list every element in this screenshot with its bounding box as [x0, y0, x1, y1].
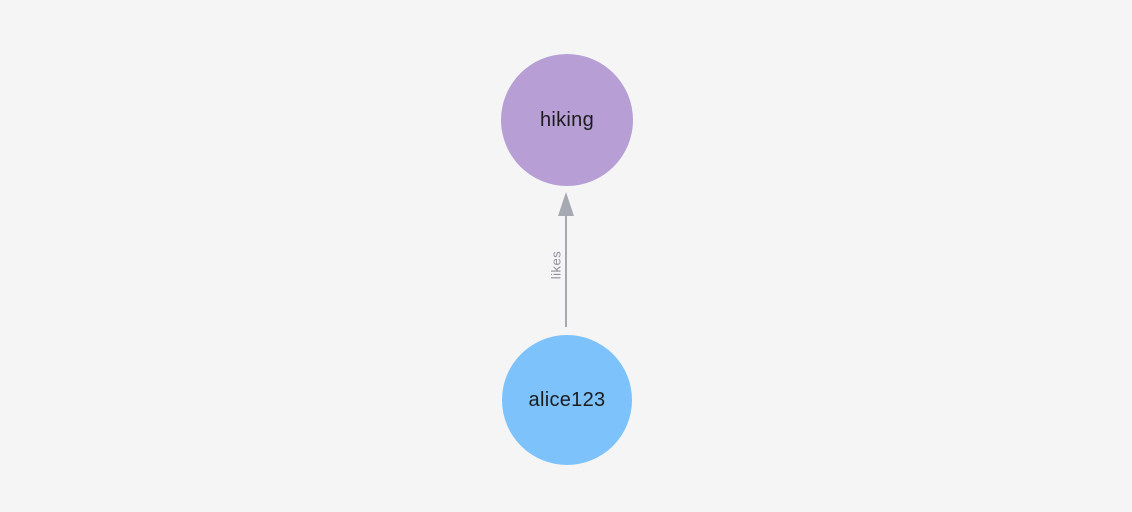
node-hiking-label: hiking	[539, 108, 595, 131]
node-alice123[interactable]: alice123	[502, 335, 632, 465]
node-hiking[interactable]: hiking	[501, 54, 633, 186]
node-alice123-label: alice123	[528, 388, 606, 411]
arrow-up-icon	[558, 192, 574, 216]
edge-line	[565, 212, 567, 327]
edge-label: likes	[548, 250, 564, 280]
